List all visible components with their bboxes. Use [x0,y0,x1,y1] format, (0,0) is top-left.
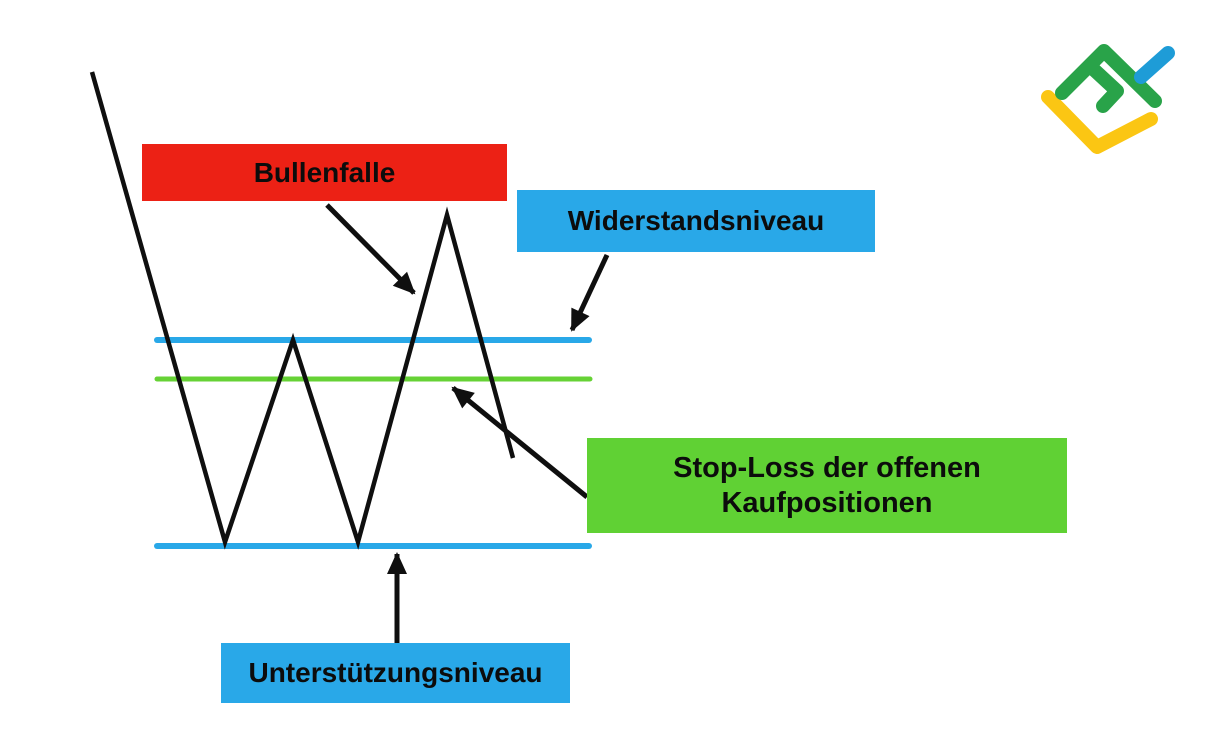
stop-loss-label-box: Stop-Loss der offenen Kaufpositionen [587,438,1067,533]
logo-blue-stroke-icon [1134,46,1175,84]
price-line [89,71,516,550]
resistance-arrow [569,253,610,332]
logo-green-f-middle-icon [1083,59,1124,113]
bull-trap-arrow [325,203,416,295]
logo-yellow-check-icon [1041,90,1158,154]
liteforex-logo [1041,44,1175,154]
stop-loss-label-line1: Stop-Loss der offenen [673,451,981,484]
support-label-box: Unterstützungsniveau [221,643,570,703]
logo-green-f-icon [1055,44,1162,108]
resistance-label: Widerstandsniveau [567,205,825,237]
stop-loss-arrow [451,386,589,499]
bull-trap-label-box: Bullenfalle [142,144,507,201]
resistance-label-box: Widerstandsniveau [517,190,875,252]
support-label: Unterstützungsniveau [248,657,543,689]
stop-loss-label-line2: Kaufpositionen [721,486,933,519]
bull-trap-label: Bullenfalle [253,156,396,188]
